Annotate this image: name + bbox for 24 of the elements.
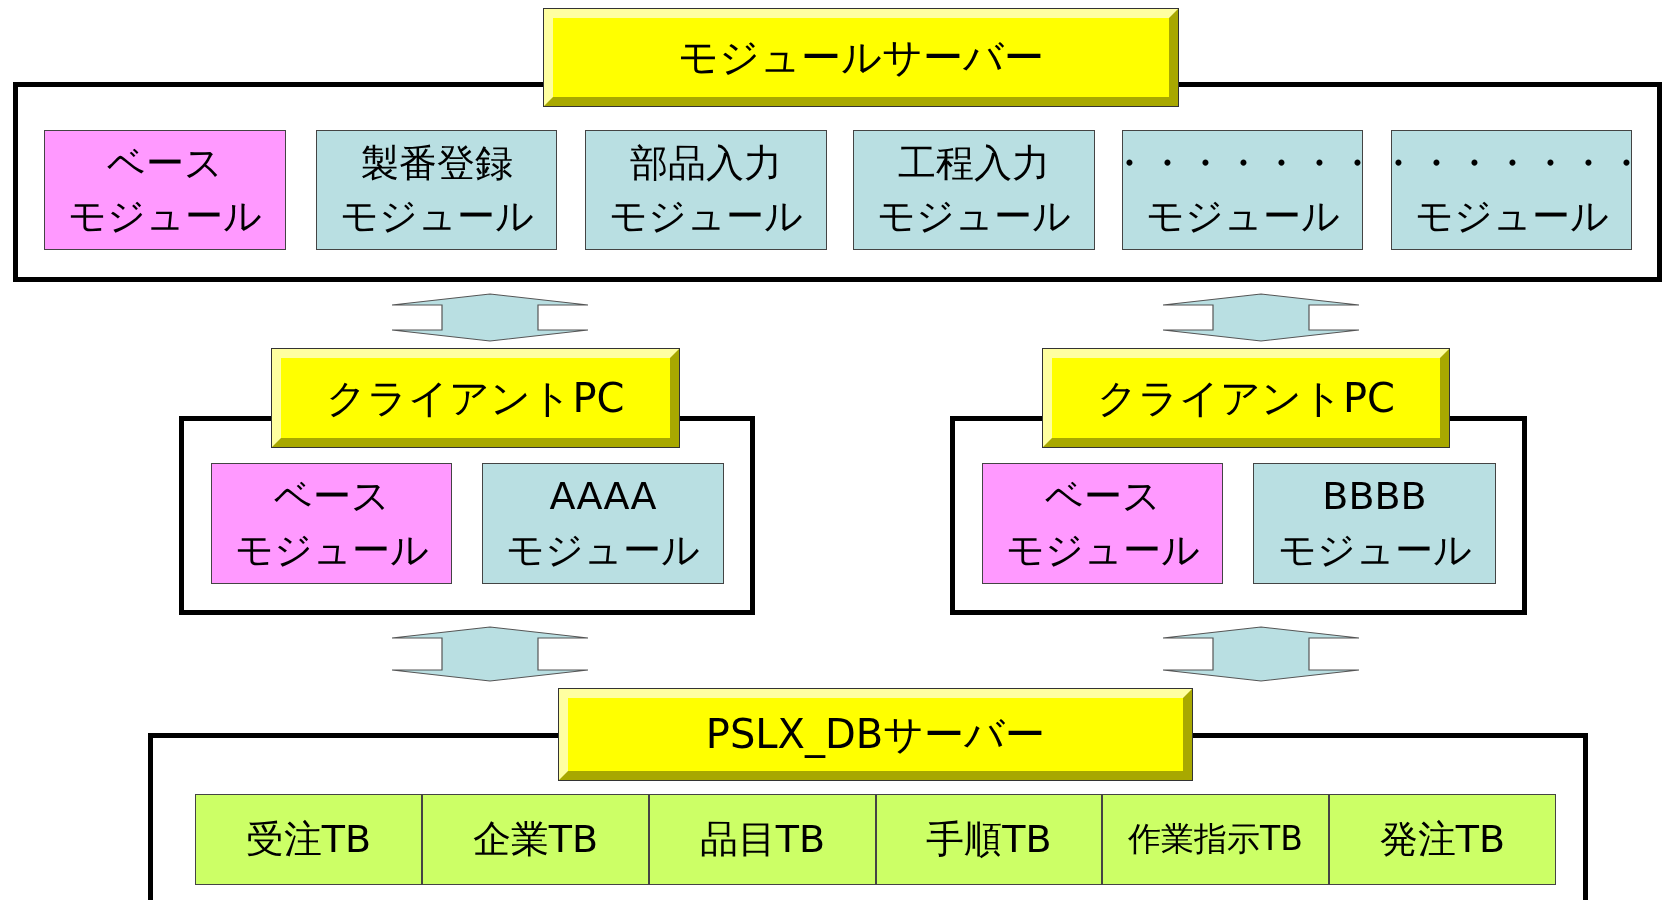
title-plate: モジュールサーバー	[544, 9, 1178, 106]
table-cell: 企業TB	[422, 794, 649, 885]
module-box: 製番登録モジュール	[316, 130, 557, 250]
table-cell: 発注TB	[1329, 794, 1556, 885]
module-box: 部品入力モジュール	[585, 130, 827, 250]
double-block-arrow	[1162, 293, 1360, 342]
title-plate: クライアントPC	[1043, 349, 1449, 447]
double-block-arrow	[1162, 626, 1360, 682]
double-block-arrow	[391, 626, 589, 682]
table-cell: 受注TB	[195, 794, 422, 885]
table-cell: 作業指示TB	[1102, 794, 1329, 885]
table-cell: 品目TB	[649, 794, 876, 885]
title-plate: クライアントPC	[272, 349, 679, 447]
title-plate: PSLX_DBサーバー	[559, 689, 1192, 780]
module-box: ベースモジュール	[982, 463, 1223, 584]
module-box: AAAA モジュール	[482, 463, 724, 584]
module-box: BBBB モジュール	[1253, 463, 1496, 584]
module-box: ベースモジュール	[211, 463, 452, 584]
double-block-arrow	[391, 293, 589, 342]
module-box: 工程入力モジュール	[853, 130, 1095, 250]
module-box: ・・・・・・・モジュール	[1122, 130, 1363, 250]
table-cell: 手順TB	[876, 794, 1102, 885]
module-box: ベースモジュール	[44, 130, 286, 250]
module-box: ・・・・・・・モジュール	[1391, 130, 1632, 250]
